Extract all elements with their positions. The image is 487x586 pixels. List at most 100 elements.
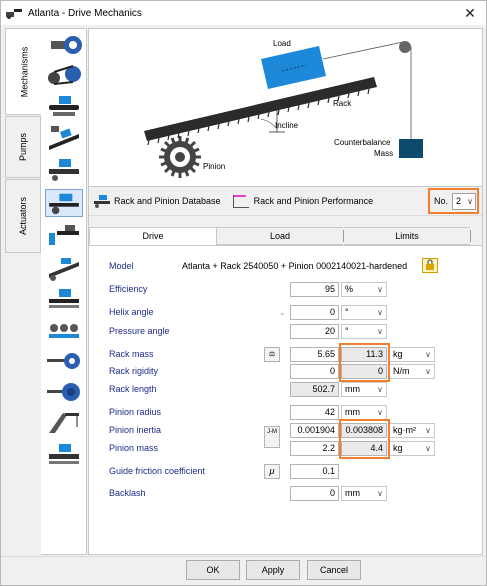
load-label: Load bbox=[273, 39, 291, 48]
pressure-angle-unit-select[interactable]: °∨ bbox=[341, 324, 387, 339]
rack-length-unit-select[interactable]: mm∨ bbox=[341, 382, 387, 397]
rack-pinion-performance-link[interactable]: Rack and Pinion Performance bbox=[232, 194, 373, 208]
rack-length-row: Rack length 502.7 mm∨ bbox=[89, 382, 482, 398]
rack-pinion-rail-icon[interactable] bbox=[45, 254, 83, 282]
pinion-mass-unit-select[interactable]: kg∨ bbox=[389, 441, 435, 456]
counterbalance-label: Counterbalance bbox=[334, 138, 391, 147]
pinion-label: Pinion bbox=[203, 162, 226, 171]
tab-limits[interactable]: Limits bbox=[344, 227, 470, 245]
app-icon bbox=[6, 9, 22, 19]
pinion-inertia-row: Pinion inertia J-M 0.001904 0.003808 kg·… bbox=[89, 423, 482, 448]
rack-rigidity-unit-select[interactable]: N/m∨ bbox=[389, 364, 435, 379]
roller-table-icon[interactable] bbox=[45, 316, 83, 344]
pinion-mass-input[interactable]: 2.2 bbox=[290, 441, 339, 456]
pinion-radius-row: Pinion radius 42 mm∨ bbox=[89, 405, 482, 421]
rack-mass-row: Rack mass ⚖ 5.65 11.3 kg∨ bbox=[89, 347, 482, 363]
efficiency-input[interactable]: 95 bbox=[290, 282, 339, 297]
incline-label: Incline bbox=[275, 121, 299, 130]
weight-icon[interactable]: ⚖ bbox=[264, 347, 280, 362]
helix-angle-unit-select[interactable]: °∨ bbox=[341, 305, 387, 320]
rack-length-value: 502.7 bbox=[290, 382, 339, 397]
rack-shape bbox=[144, 77, 377, 141]
conveyor-icon[interactable] bbox=[45, 93, 83, 121]
ball-screw-icon[interactable] bbox=[45, 347, 83, 375]
belt-drive-icon[interactable] bbox=[45, 31, 83, 59]
divider bbox=[89, 215, 482, 216]
rack-pinion-icon[interactable] bbox=[45, 189, 83, 217]
main-panel: Load Rack Incline Pinion Counterbalance … bbox=[88, 28, 483, 555]
number-label: No. bbox=[434, 196, 449, 206]
rack-label: Rack bbox=[333, 99, 352, 108]
tab-actuators[interactable]: Actuators bbox=[5, 179, 41, 253]
backlash-row: Backlash 0 mm∨ bbox=[89, 486, 482, 502]
model-row: Model Atlanta + Rack 2540050 + Pinion 00… bbox=[89, 258, 482, 275]
rack-pinion-tilted-icon[interactable] bbox=[45, 223, 83, 251]
rack-pinion-illustration bbox=[144, 41, 423, 178]
pulley-belt-icon[interactable] bbox=[45, 62, 83, 90]
friction-mu-button[interactable]: μ bbox=[264, 464, 280, 479]
rack-rigidity-row: Rack rigidity 0 0 N/m∨ bbox=[89, 364, 482, 380]
link-bar: Rack and Pinion Database Rack and Pinion… bbox=[89, 187, 482, 215]
pinion-gear bbox=[159, 136, 201, 178]
backlash-unit-select[interactable]: mm∨ bbox=[341, 486, 387, 501]
guide-friction-input[interactable]: 0.1 bbox=[290, 464, 339, 479]
tab-drive[interactable]: Drive bbox=[89, 227, 217, 245]
cancel-button[interactable]: Cancel bbox=[307, 560, 361, 580]
rack-mass-per-length-input[interactable]: 5.65 bbox=[290, 347, 339, 362]
pressure-angle-row: Pressure angle 20 °∨ bbox=[89, 324, 482, 340]
footer-divider bbox=[1, 556, 487, 557]
mechanism-list bbox=[41, 28, 87, 555]
close-button[interactable]: ✕ bbox=[464, 5, 476, 21]
turntable-icon[interactable] bbox=[45, 440, 83, 468]
helix-angle-chevron-icon[interactable]: ⌄ bbox=[279, 308, 286, 317]
calculate-icon[interactable]: J-M bbox=[264, 426, 280, 448]
tilted-conveyor-icon[interactable] bbox=[45, 124, 83, 152]
number-select[interactable]: 2 ∨ bbox=[452, 192, 477, 210]
performance-chart-icon bbox=[232, 194, 249, 208]
property-tabs: Drive Load Limits bbox=[89, 227, 482, 245]
tab-mechanisms[interactable]: Mechanisms bbox=[5, 28, 42, 115]
rack-rigidity-input[interactable]: 0 bbox=[290, 364, 339, 379]
pinion-inertia-unit-select[interactable]: kg·m²∨ bbox=[389, 423, 435, 438]
hoist-arm-icon[interactable] bbox=[45, 409, 83, 437]
guide-friction-row: Guide friction coefficient μ 0.1 bbox=[89, 464, 482, 480]
cart-conveyor-icon[interactable] bbox=[45, 155, 83, 183]
pinion-radius-input[interactable]: 42 bbox=[290, 405, 339, 420]
rack-rigidity-total: 0 bbox=[341, 364, 387, 379]
pinion-mass-row: Pinion mass 2.2 4.4 kg∨ bbox=[89, 441, 482, 457]
efficiency-row: Efficiency 95 %∨ bbox=[89, 282, 482, 298]
chevron-down-icon: ∨ bbox=[467, 196, 474, 206]
ok-button[interactable]: OK bbox=[186, 560, 240, 580]
side-tab-strip: Mechanisms Pumps Actuators bbox=[5, 28, 42, 555]
rack-mass-total: 11.3 bbox=[341, 347, 387, 362]
tab-pumps[interactable]: Pumps bbox=[5, 116, 41, 178]
rack-pinion-database-link[interactable]: Rack and Pinion Database bbox=[93, 194, 221, 208]
spindle-icon[interactable] bbox=[45, 378, 83, 406]
pulley-wheel bbox=[399, 41, 411, 53]
model-label: Model bbox=[109, 261, 134, 271]
counterbalance-mass-label: Mass bbox=[374, 149, 394, 158]
pinion-inertia-input[interactable]: 0.001904 bbox=[290, 423, 339, 438]
linear-axis-icon[interactable] bbox=[45, 285, 83, 313]
lock-icon[interactable] bbox=[422, 258, 438, 273]
helix-angle-input[interactable]: 0 bbox=[290, 305, 339, 320]
mechanism-diagram: Load Rack Incline Pinion Counterbalance … bbox=[89, 29, 482, 187]
tab-load[interactable]: Load bbox=[217, 227, 343, 245]
helix-angle-row: Helix angle ⌄ 0 °∨ bbox=[89, 305, 482, 321]
rack-teeth bbox=[147, 88, 370, 146]
pinion-mass-total: 4.4 bbox=[341, 441, 387, 456]
counterbalance-mass bbox=[399, 139, 423, 158]
efficiency-unit-select[interactable]: %∨ bbox=[341, 282, 387, 297]
title-bar: Atlanta - Drive Mechanics ✕ bbox=[1, 1, 486, 25]
drive-properties: Model Atlanta + Rack 2540050 + Pinion 00… bbox=[89, 245, 482, 554]
backlash-input[interactable]: 0 bbox=[290, 486, 339, 501]
pinion-radius-unit-select[interactable]: mm∨ bbox=[341, 405, 387, 420]
model-value: Atlanta + Rack 2540050 + Pinion 00021400… bbox=[182, 261, 408, 271]
pinion-inertia-total: 0.003808 bbox=[341, 423, 387, 438]
pressure-angle-input[interactable]: 20 bbox=[290, 324, 339, 339]
apply-button[interactable]: Apply bbox=[246, 560, 300, 580]
number-selector-highlight: No. 2 ∨ bbox=[428, 188, 479, 214]
database-icon bbox=[94, 195, 110, 208]
rack-mass-unit-select[interactable]: kg∨ bbox=[389, 347, 435, 362]
